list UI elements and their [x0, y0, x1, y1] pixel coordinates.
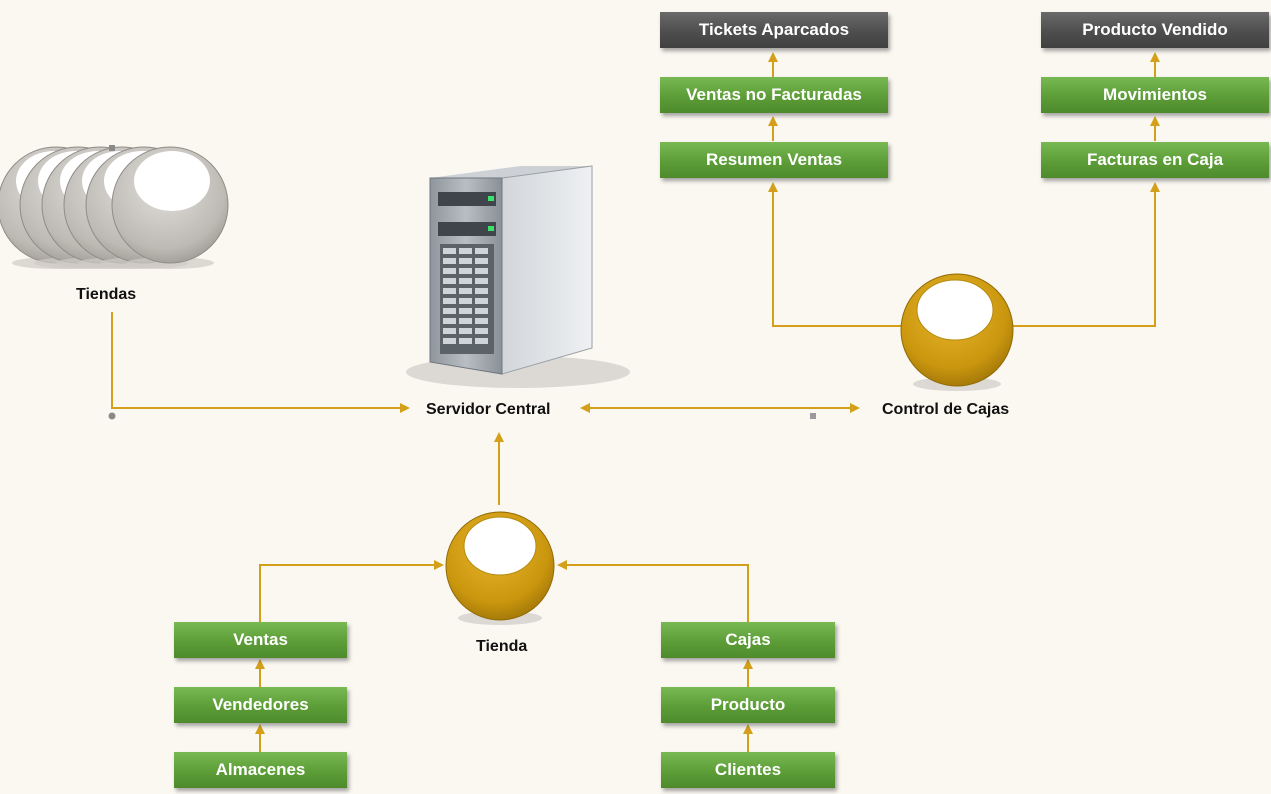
tienda-label: Tienda — [476, 638, 528, 655]
clientes-box: Clientes — [661, 752, 835, 788]
tiendas-label: Tiendas — [76, 286, 137, 303]
tiendas-spheres-icon — [0, 145, 229, 269]
servidor-central-label: Servidor Central — [426, 401, 551, 418]
connector-control-resumen — [768, 182, 905, 327]
facturas-en-caja-box: Facturas en Caja — [1041, 142, 1269, 178]
ventas-no-facturadas-box: Ventas no Facturadas — [660, 77, 888, 113]
control-de-cajas-sphere-icon — [900, 273, 1014, 391]
movimientos-box: Movimientos — [1041, 77, 1269, 113]
tienda-sphere-icon — [445, 511, 555, 625]
vendedores-box: Vendedores — [174, 687, 347, 723]
connector-handle — [810, 413, 816, 419]
connectors — [108, 52, 1160, 752]
server-tower-icon — [406, 165, 630, 388]
cajas-box: Cajas — [661, 622, 835, 658]
control-de-cajas-label: Control de Cajas — [882, 401, 1010, 418]
resumen-ventas-box: Resumen Ventas — [660, 142, 888, 178]
connector-dot — [108, 412, 116, 420]
connector-tiendas-servidor — [111, 312, 410, 413]
producto-box: Producto — [661, 687, 835, 723]
connector-control-facturas — [1010, 182, 1160, 327]
tickets-aparcados-box: Tickets Aparcados — [660, 12, 888, 48]
connector-ventas-tienda — [259, 560, 444, 622]
producto-vendido-box: Producto Vendido — [1041, 12, 1269, 48]
connector-cajas-tienda — [557, 560, 749, 622]
almacenes-box: Almacenes — [174, 752, 347, 788]
ventas-box: Ventas — [174, 622, 347, 658]
